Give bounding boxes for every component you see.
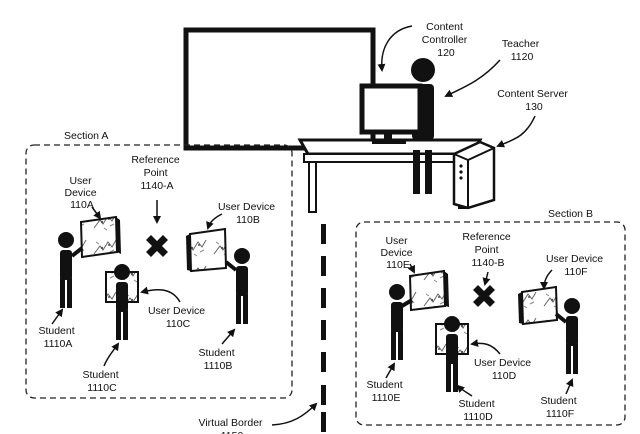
content-server-arrow xyxy=(496,115,536,148)
user-device-110a-arrow xyxy=(91,206,102,220)
student-1110e-label: Student 1110E xyxy=(366,379,405,404)
section-a-label: Section A xyxy=(64,130,108,142)
user-device-110e-arrow xyxy=(407,263,415,274)
student-1110e-arrow xyxy=(385,362,395,379)
student-figure-icon xyxy=(58,232,74,308)
student-figure-icon xyxy=(234,248,250,324)
user-device-110b-arrow xyxy=(206,213,223,230)
user-device-110c-arrow xyxy=(140,286,181,303)
tablet-device-icon xyxy=(518,285,559,326)
user-device-110a-label: User Device 110A xyxy=(64,175,99,211)
virtual-border-line xyxy=(321,224,326,432)
user-device-110b-label: User Device 110B xyxy=(218,201,278,226)
tablet-device-icon xyxy=(408,269,449,312)
student-1110d-label: Student 1110D xyxy=(458,398,497,423)
content-controller-label: Content Controller 120 xyxy=(422,21,470,59)
teacher-label: Teacher 1120 xyxy=(502,38,542,63)
student-1110f-arrow xyxy=(565,378,574,395)
reference-point-b-arrow xyxy=(482,271,491,286)
reference-point-a-label: Reference Point 1140-A xyxy=(131,154,182,192)
user-device-110f-arrow xyxy=(540,269,553,290)
section-b-label: Section B xyxy=(548,208,593,220)
section-b-border xyxy=(355,221,626,426)
student-1110b-label: Student 1110B xyxy=(198,347,237,372)
student-figure-icon xyxy=(444,316,460,392)
user-device-110d-arrow xyxy=(470,339,501,355)
teacher-arrow xyxy=(444,59,501,97)
user-device-110c-label: User Device 110C xyxy=(148,305,208,330)
virtual-border-label: Virtual Border 1150 xyxy=(199,417,266,434)
student-1110c-label: Student 1110C xyxy=(82,369,121,394)
student-1110a-arrow xyxy=(51,308,64,325)
virtual-border-arrow xyxy=(271,402,318,426)
user-device-110e-label: User Device 110E xyxy=(380,235,415,271)
student-figure-icon xyxy=(389,284,405,360)
reference-x-icon xyxy=(473,285,495,307)
content-server-label: Content Server 130 xyxy=(497,88,571,113)
tablet-device-icon xyxy=(79,215,121,259)
student-figure-icon xyxy=(114,264,130,340)
student-1110c-arrow xyxy=(103,342,120,367)
user-device-110f-label: User Device 110F xyxy=(546,253,606,278)
student-figure-icon xyxy=(564,298,580,374)
student-1110f-label: Student 1110F xyxy=(540,395,579,420)
student-1110b-arrow xyxy=(221,328,236,345)
user-device-110d-label: User Device 110D xyxy=(474,357,534,382)
reference-x-icon xyxy=(146,235,168,257)
server-tower-icon xyxy=(452,140,496,210)
tablet-device-icon xyxy=(186,227,228,273)
monitor-icon xyxy=(359,83,423,144)
content-controller-arrow xyxy=(377,25,413,72)
student-1110d-arrow xyxy=(456,384,473,397)
student-1110a-label: Student 1110A xyxy=(38,325,77,350)
whiteboard-icon xyxy=(183,27,376,151)
section-a-border xyxy=(25,144,293,399)
reference-point-b-label: Reference Point 1140-B xyxy=(462,231,513,269)
